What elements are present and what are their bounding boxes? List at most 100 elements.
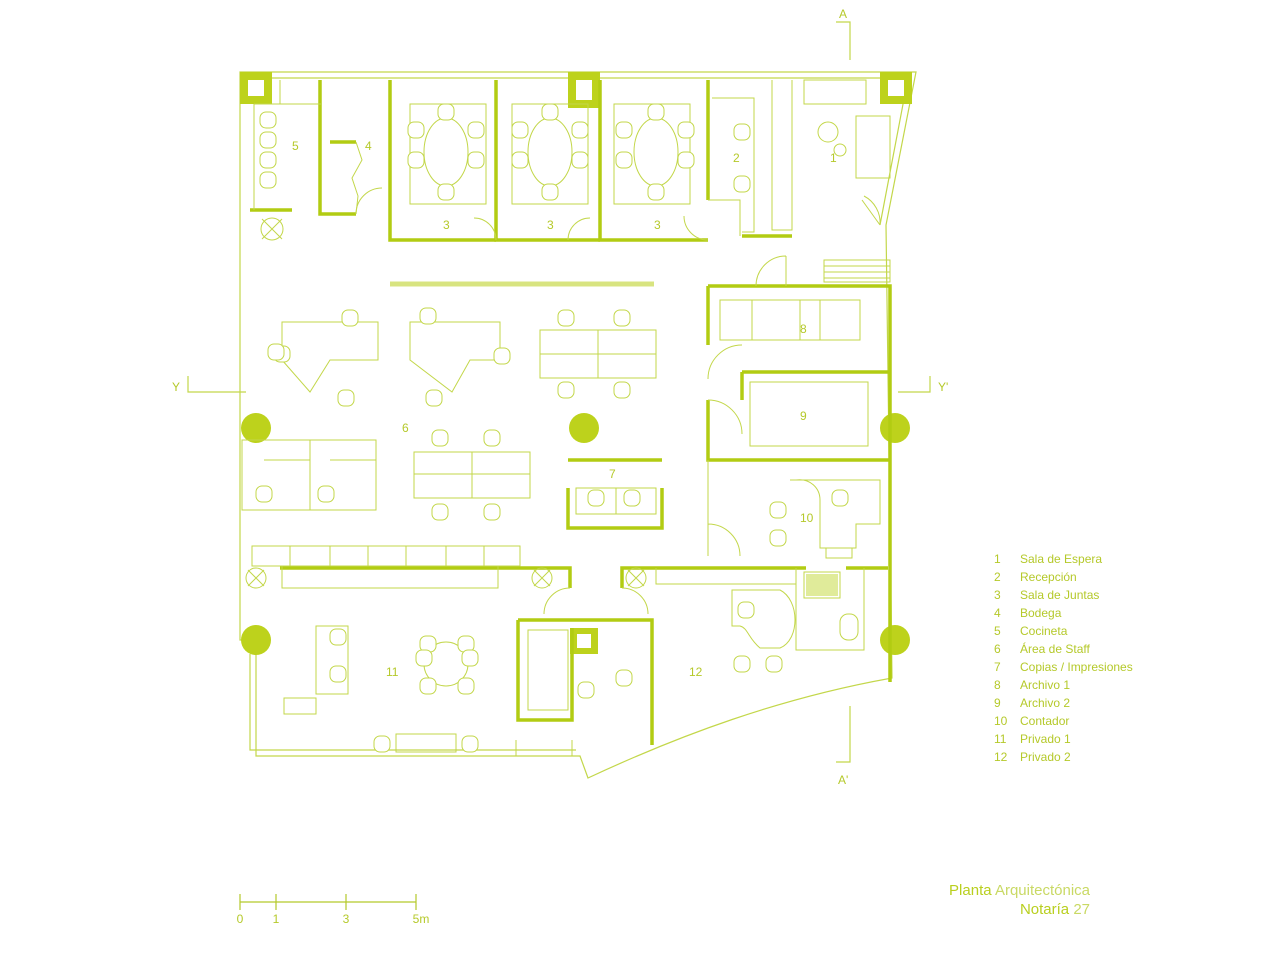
title-line-2: Notaría 27 — [949, 900, 1090, 919]
chair-icon — [737, 601, 755, 619]
section-a-bottom-label: A' — [838, 773, 848, 787]
legend-name: Recepción — [1020, 570, 1077, 584]
column-inner-marks — [248, 80, 904, 648]
legend-name: Sala de Espera — [1020, 552, 1103, 566]
chair-icon — [259, 171, 277, 189]
section-y-right-label: Y' — [938, 380, 948, 394]
legend-number: 11 — [994, 732, 1007, 746]
section-a-top-label: A — [839, 7, 847, 21]
chair-icon — [541, 183, 559, 201]
scale-tick-label: 1 — [272, 912, 280, 926]
title-line-1: Planta Arquitectónica — [949, 881, 1090, 900]
chair-icon — [483, 429, 501, 447]
chair-icon — [259, 111, 277, 129]
legend-number: 1 — [994, 552, 1001, 566]
room-label-8: 8 — [800, 322, 807, 336]
chair-icon — [511, 121, 529, 139]
chair-icon — [259, 131, 277, 149]
room-label-10: 10 — [800, 511, 814, 525]
chair-icon — [647, 183, 665, 201]
chair-icon — [419, 677, 437, 695]
title-number: 27 — [1073, 901, 1090, 918]
title-notaria: Notaría — [1019, 901, 1070, 918]
chair-icon — [437, 103, 455, 121]
room-label-2: 2 — [733, 151, 740, 165]
chair-icon — [765, 655, 783, 673]
chair-icon — [571, 121, 589, 139]
chair-icon — [461, 649, 479, 667]
chair-icon — [419, 307, 437, 325]
chair-icon — [831, 489, 849, 507]
room-label-9: 9 — [800, 409, 807, 423]
room-label-3a: 3 — [443, 218, 450, 232]
legend-name: Cocineta — [1020, 624, 1068, 638]
chair-icon — [431, 503, 449, 521]
chair-icon — [437, 183, 455, 201]
scale-tick-label: 3 — [342, 912, 350, 926]
chair-icon — [329, 628, 347, 646]
chair-icon — [407, 151, 425, 169]
chair-icon — [613, 381, 631, 399]
chair-icon — [571, 151, 589, 169]
chair-icon — [329, 665, 347, 683]
chair-icon — [733, 123, 751, 141]
legend-name: Privado 2 — [1020, 750, 1071, 764]
drawing-title: Planta Arquitectónica Notaría 27 — [949, 881, 1090, 919]
scale-bar — [239, 894, 417, 910]
room-label-5: 5 — [292, 139, 299, 153]
furniture-tables — [423, 117, 859, 687]
title-arquitectonica: Arquitectónica — [994, 882, 1090, 899]
section-y-left-label: Y — [172, 380, 180, 394]
legend-name: Privado 1 — [1020, 732, 1071, 746]
chair-icon — [373, 735, 391, 753]
chair-icon — [483, 503, 501, 521]
legend-item: 4 Bodega — [994, 604, 1194, 622]
legend-number: 12 — [994, 750, 1008, 764]
plants — [245, 121, 839, 589]
legend-number: 6 — [994, 642, 1001, 656]
legend-item: 12 Privado 2 — [994, 748, 1194, 766]
chair-icon — [615, 151, 633, 169]
room-label-7: 7 — [609, 467, 616, 481]
chair-icon — [557, 309, 575, 327]
legend-name: Bodega — [1020, 606, 1062, 620]
scale-tick-label: 5m — [412, 912, 430, 926]
room-label-1: 1 — [830, 151, 837, 165]
legend-number: 10 — [994, 714, 1008, 728]
room-label-3b: 3 — [547, 218, 554, 232]
title-planta: Planta — [949, 882, 992, 899]
chair-icon — [615, 669, 633, 687]
chair-icon — [431, 429, 449, 447]
legend-number: 8 — [994, 678, 1001, 692]
chair-icon — [255, 485, 273, 503]
legend-name: Área de Staff — [1020, 642, 1090, 656]
legend-item: 1 Sala de Espera — [994, 550, 1194, 568]
heavy-walls — [250, 80, 892, 745]
chair-icon — [457, 677, 475, 695]
legend-number: 4 — [994, 606, 1001, 620]
chair-icon — [733, 655, 751, 673]
room-number-labels: 1 2 3 3 3 4 5 6 7 8 9 10 11 12 — [292, 139, 837, 679]
chair-icon — [267, 343, 285, 361]
chair-icon — [647, 103, 665, 121]
chair-icon — [415, 649, 433, 667]
chair-icon — [467, 121, 485, 139]
chair-icon — [613, 309, 631, 327]
chair-icon — [577, 681, 595, 699]
chair-icon — [341, 309, 359, 327]
chair-icon — [461, 735, 479, 753]
chair-icon — [259, 151, 277, 169]
chair-icon — [467, 151, 485, 169]
structural-columns — [240, 72, 912, 655]
chair-icon — [677, 121, 695, 139]
chair-icon — [493, 347, 511, 365]
chair-icon — [623, 489, 641, 507]
chair-icon — [733, 175, 751, 193]
chair-icon — [407, 121, 425, 139]
